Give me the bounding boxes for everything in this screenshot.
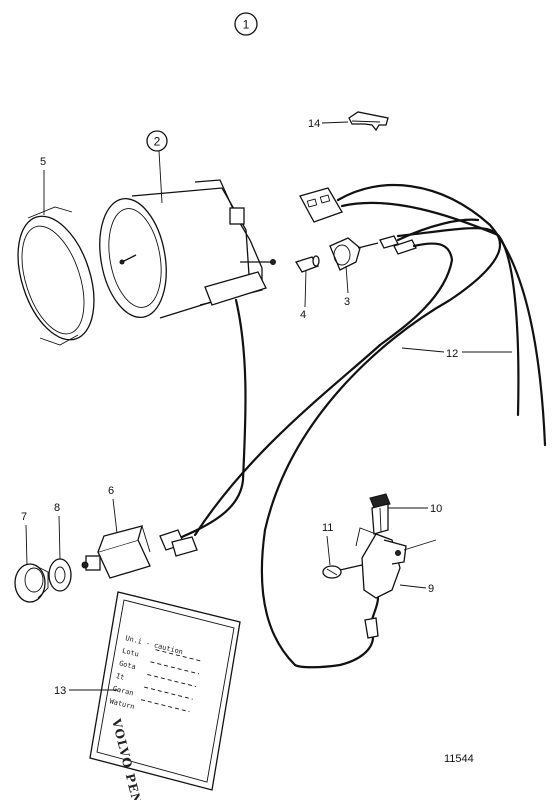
callout-6: 6 [108, 485, 114, 497]
callout-10: 10 [430, 503, 442, 515]
title-callout: 1 [234, 12, 258, 36]
callout-13: 13 [54, 685, 66, 697]
gauge-instrument [99, 179, 276, 319]
plate-line-4: It [115, 672, 125, 682]
callout-8: 8 [54, 502, 60, 514]
callout-11: 11 [322, 522, 333, 534]
assembly-callout: 2 [146, 130, 168, 204]
part-13-instruction-plate: Un.i - caution Lotu Gota It Garan Waturn… [54, 591, 241, 800]
part-11-screw: 11 [322, 522, 363, 579]
part-4-bulb: 4 [295, 255, 320, 321]
callout-5: 5 [40, 156, 46, 168]
part-9-fuse-holder: 9 [293, 527, 437, 669]
plate-line-3: Gota [118, 659, 136, 671]
drawing-reference-number: 11544 [444, 753, 474, 765]
part-12-wiring-harness: 12 [193, 184, 547, 667]
callout-4: 4 [300, 309, 306, 321]
part-3-bulb-holder: 3 [329, 237, 379, 308]
gauge-lead-wire [159, 298, 247, 557]
part-7-knob: 7 [14, 511, 49, 603]
plate-line-2: Lotu [121, 647, 139, 659]
assembly-callout-number: 2 [154, 135, 161, 149]
wire-connector-plug [299, 187, 343, 223]
part-10-fuse: 10 [369, 493, 442, 535]
part-14-clip: 14 [308, 111, 389, 132]
callout-7: 7 [21, 511, 27, 523]
part-6-switch: 6 [81, 485, 151, 579]
title-callout-number: 1 [243, 18, 250, 32]
part-8-washer: 8 [48, 502, 72, 592]
callout-12: 12 [446, 348, 458, 360]
callout-14: 14 [308, 118, 320, 130]
callout-9: 9 [428, 583, 434, 595]
callout-3: 3 [344, 296, 350, 308]
part-5-bezel-ring: 5 [17, 156, 95, 346]
wire-terminals [379, 235, 417, 255]
